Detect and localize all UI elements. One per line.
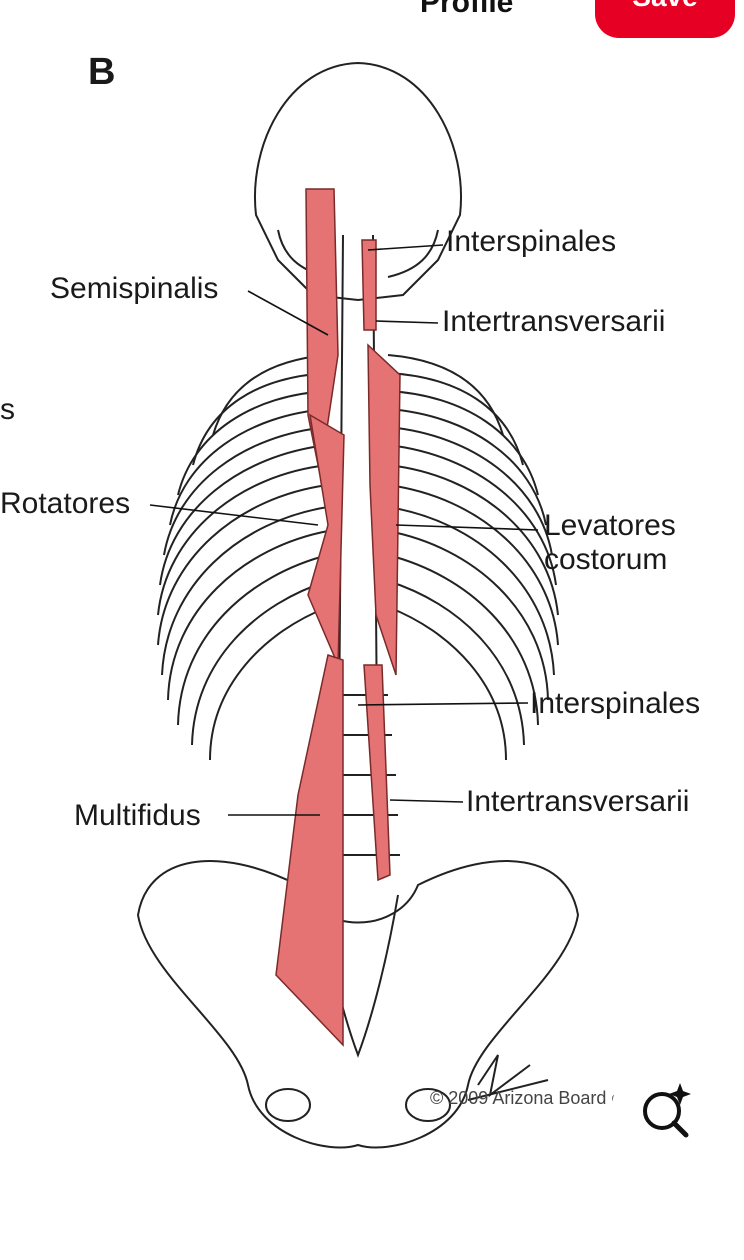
label-partial-s: s — [0, 393, 15, 426]
vertebrae — [316, 694, 400, 856]
label-interspinales-top: Interspinales — [446, 225, 617, 258]
pin-image[interactable]: B Interspinales Semispinalis Intertransv… — [0, 55, 734, 1165]
interspinales-muscle-top — [361, 239, 377, 331]
intertransversarii-muscle — [363, 664, 391, 882]
multifidus-muscle — [275, 654, 344, 1047]
spine-muscles-illustration — [136, 61, 580, 1149]
skull — [254, 61, 462, 302]
label-intertransversarii-bottom: Intertransversarii — [466, 785, 690, 818]
label-multifidus: Multifidus — [74, 799, 201, 832]
label-rotatores: Rotatores — [0, 487, 131, 520]
levatores-muscle — [367, 343, 401, 676]
label-interspinales-bottom: Interspinales — [530, 687, 701, 720]
label-intertransversarii-top: Intertransversarii — [442, 305, 666, 338]
save-button-label: Save — [601, 0, 729, 21]
pelvis — [136, 860, 580, 1149]
ribs-right — [387, 354, 559, 761]
visual-search-button[interactable] — [612, 1060, 708, 1156]
save-button[interactable]: Save — [595, 0, 735, 38]
rotatores-muscle — [307, 413, 345, 666]
ribs-left — [157, 354, 329, 761]
top-bar: Profile Save — [0, 0, 744, 50]
visual-search-icon — [643, 1083, 691, 1138]
label-semispinalis: Semispinalis — [50, 272, 219, 305]
signature — [467, 1054, 549, 1101]
panel-letter: B — [88, 55, 116, 93]
profile-tab[interactable]: Profile — [420, 0, 514, 19]
label-levatores-line2: costorum — [544, 543, 668, 576]
label-levatores-line1: Levatores — [544, 509, 676, 542]
